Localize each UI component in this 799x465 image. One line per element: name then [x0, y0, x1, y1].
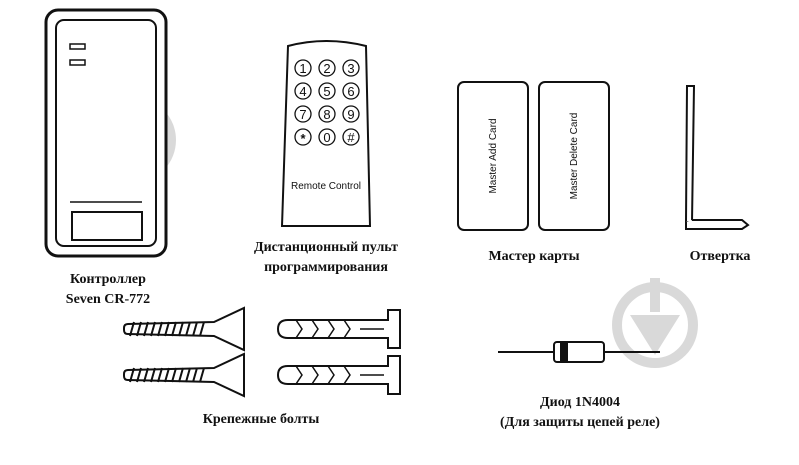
- diode-caption: Диод 1N4004 (Для защиты цепей реле): [470, 393, 690, 433]
- screwdriver-caption: Отвертка: [670, 247, 770, 267]
- key-2-label: 2: [323, 61, 330, 76]
- remote-caption-line2: программирования: [264, 260, 388, 275]
- master-cards-caption-text: Мастер карты: [488, 249, 580, 264]
- key-6: [342, 82, 360, 100]
- bolts-caption-text: Крепежные болты: [202, 412, 320, 427]
- watermark-icon: [612, 278, 698, 368]
- remote-caption-line1: Дистанционный пульт: [253, 240, 399, 255]
- key-9: [342, 105, 360, 123]
- controller-caption-line1: Контроллер: [70, 272, 146, 287]
- key-5-label: 5: [323, 84, 330, 99]
- controller-image: [44, 8, 168, 258]
- key-8: [318, 105, 336, 123]
- remote-caption: Дистанционный пульт программирования: [228, 238, 424, 278]
- key-6-label: 6: [347, 84, 354, 99]
- key-9-label: 9: [347, 107, 354, 122]
- bolts-caption: Крепежные болты: [176, 410, 346, 430]
- key-1: [294, 59, 312, 77]
- key-0: [318, 128, 336, 146]
- key-4: [294, 82, 312, 100]
- key-3-label: 3: [347, 61, 354, 76]
- key-star-label: *: [300, 131, 306, 146]
- key-8-label: 8: [323, 107, 330, 122]
- key-4-label: 4: [299, 84, 306, 99]
- key-3: [342, 59, 360, 77]
- screw-bottom: [123, 353, 245, 397]
- diode-caption-line1: Диод 1N4004: [540, 395, 620, 410]
- remote-device-label: Remote Control: [291, 181, 361, 192]
- key-star: [294, 128, 312, 146]
- diode-caption-line2: (Для защиты цепей реле): [500, 415, 660, 430]
- bolts-image: [123, 307, 401, 397]
- master-add-card-label: Master Add Card: [488, 118, 499, 193]
- key-5: [318, 82, 336, 100]
- key-0-label: 0: [323, 130, 330, 145]
- diode-image: [498, 341, 660, 363]
- screwdriver-caption-text: Отвертка: [689, 249, 751, 264]
- key-hash: [342, 128, 360, 146]
- controller-caption-line2: Seven CR-772: [65, 292, 151, 307]
- master-add-card: Master Add Card: [457, 81, 529, 231]
- anchor-top: [277, 309, 401, 349]
- master-delete-card-label: Master Delete Card: [569, 113, 580, 200]
- key-2: [318, 59, 336, 77]
- key-hash-label: #: [347, 130, 355, 145]
- key-1-label: 1: [299, 61, 306, 76]
- key-7: [294, 105, 312, 123]
- diode-cathode-band: [560, 342, 568, 362]
- master-delete-card: Master Delete Card: [538, 81, 610, 231]
- remote-control-image: 1 2 3 4 5 6 7 8 9 * 0 # Remote Control: [280, 40, 372, 227]
- anchor-bottom: [277, 355, 401, 395]
- master-cards-caption: Мастер карты: [464, 247, 604, 267]
- controller-caption: Контроллер Seven CR-772: [28, 270, 188, 310]
- screw-top: [123, 307, 245, 351]
- screwdriver-image: [684, 85, 750, 230]
- key-7-label: 7: [299, 107, 306, 122]
